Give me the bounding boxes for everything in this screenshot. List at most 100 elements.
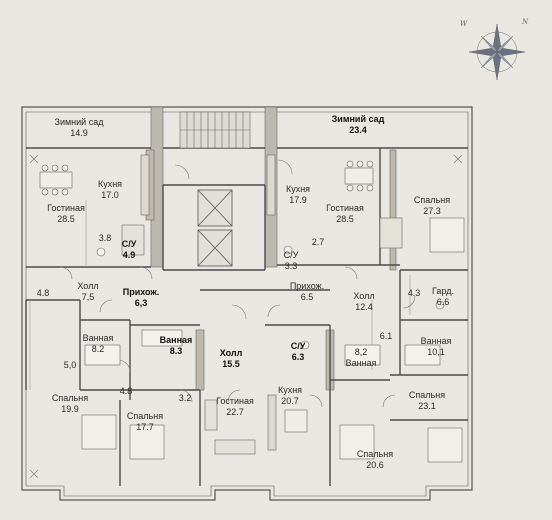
elevator-shafts <box>197 189 233 267</box>
room-label-wc-3: С/У 6.3 <box>291 341 306 363</box>
room-label-hall-2: Холл 12.4 <box>353 291 374 313</box>
interior-walls <box>25 147 468 486</box>
room-area: 14.9 <box>70 128 88 138</box>
room-label-wc-2: С/У 3.3 <box>284 250 299 272</box>
room-label-hall-main: Холл 15.5 <box>220 348 243 370</box>
room-name: Спальня <box>408 390 446 400</box>
room-name: Зимний сад <box>331 114 385 124</box>
room-area: 20.6 <box>366 460 384 470</box>
room-area: 12.4 <box>355 302 373 312</box>
room-label-bedroom-1: Спальня 19.9 <box>52 393 88 415</box>
room-area: 20.7 <box>281 396 299 406</box>
room-area: 22.7 <box>226 407 244 417</box>
room-label-living-1: Гостиная 28.5 <box>47 203 85 225</box>
room-name: Ванная <box>345 358 377 368</box>
room-area: 17.0 <box>101 190 119 200</box>
room-name: Холл <box>77 281 99 291</box>
dimension-label: 6.1 <box>379 331 393 341</box>
dining-furniture <box>39 160 374 433</box>
room-label-living-3: Гостиная 28.5 <box>326 203 364 225</box>
room-area: 23.4 <box>349 125 367 135</box>
compass-north-letters: N <box>522 18 529 26</box>
dimension-label: 4.3 <box>407 288 421 298</box>
room-name: Прихож. <box>122 287 160 297</box>
room-label-bedroom-2: Спальня 17.7 <box>127 411 163 433</box>
room-label-bedroom-4: Спальня 23.1 <box>409 390 445 412</box>
room-area: 8.3 <box>169 346 183 356</box>
room-label-bath-1: Ванная 8.2 <box>83 333 114 355</box>
room-name: С/У <box>283 250 299 260</box>
room-area: 8.2 <box>91 344 105 354</box>
room-label-bath-4: Ванная 10,1 <box>421 336 452 358</box>
room-area: 6.3 <box>291 352 305 362</box>
room-area: 28.5 <box>336 214 354 224</box>
building-outline <box>21 106 473 501</box>
room-label-living-2: Гостиная 22.7 <box>216 396 254 418</box>
room-label-bedroom-5: Спальня 20.6 <box>357 449 393 471</box>
room-name: Спальня <box>51 393 89 403</box>
room-area: 6.5 <box>300 292 314 302</box>
room-label-kitchen-3: Кухня 20.7 <box>278 385 302 407</box>
room-name: Холл <box>219 348 243 358</box>
bed-furniture <box>81 217 465 463</box>
room-label-winter-garden-left: Зимний сад 14.9 <box>55 117 104 139</box>
dimension-label: 3.2 <box>178 393 192 403</box>
room-area: 17.7 <box>136 422 154 432</box>
room-name: Спальня <box>356 449 394 459</box>
room-name: Кухня <box>285 184 311 194</box>
room-area: 3.3 <box>284 261 298 271</box>
room-name: С/У <box>121 239 137 249</box>
room-area: 6,3 <box>134 298 148 308</box>
dimension-label: 2.7 <box>311 237 325 247</box>
room-name: Ванная <box>159 335 193 345</box>
dimension-label: 3.8 <box>98 233 112 243</box>
dimension-label: 5,0 <box>63 360 77 370</box>
room-area: 15.5 <box>222 359 240 369</box>
room-area: 10,1 <box>427 347 445 357</box>
room-label-entry-2: Прихож. 6.5 <box>290 281 324 303</box>
room-label-hall-1: Холл 7,5 <box>77 281 98 303</box>
room-name: Спальня <box>413 195 451 205</box>
room-name: С/У <box>290 341 306 351</box>
room-name: Ванная <box>420 336 452 346</box>
room-name: Прихож. <box>289 281 325 291</box>
room-name: Кухня <box>97 179 123 189</box>
dimension-label: 4.8 <box>119 386 133 396</box>
room-area: 17.9 <box>289 195 307 205</box>
room-label-winter-garden-right: Зимний сад 23.4 <box>332 114 385 136</box>
room-label-bedroom-3: Спальня 27.3 <box>414 195 450 217</box>
room-name: Гард. <box>432 286 454 296</box>
room-name: Гостиная <box>47 203 85 213</box>
room-area: 27.3 <box>423 206 441 216</box>
room-label-bath-3: 8,2 Ванная <box>346 347 377 369</box>
room-area: 6.6 <box>436 297 450 307</box>
dimension-label: 4.8 <box>36 288 50 298</box>
room-area: 7,5 <box>81 292 95 302</box>
room-name: Зимний сад <box>54 117 104 127</box>
room-label-kitchen-2: Кухня 17.9 <box>286 184 310 206</box>
room-label-wardrobe: Гард. 6.6 <box>432 286 454 308</box>
room-area: 19.9 <box>61 404 79 414</box>
room-name: Гостиная <box>216 396 254 406</box>
staircase <box>179 111 251 149</box>
room-label-bath-2: Ванная 8.3 <box>160 335 193 357</box>
room-name: Холл <box>353 291 375 301</box>
room-label-entry-1: Прихож. 6,3 <box>123 287 160 309</box>
compass-west-letters: W <box>460 20 468 28</box>
bath-fixtures <box>84 245 445 366</box>
room-area: 23.1 <box>418 401 436 411</box>
room-area: 4.9 <box>122 250 136 260</box>
room-area: 28.5 <box>57 214 75 224</box>
compass-rose <box>468 23 526 81</box>
sofa-furniture <box>121 217 403 455</box>
room-name: Спальня <box>126 411 164 421</box>
kitchen-counters <box>140 154 277 451</box>
room-label-wc-1: С/У 4.9 <box>122 239 137 261</box>
room-area: 8,2 <box>354 347 368 357</box>
room-name: Гостиная <box>326 203 364 213</box>
room-name: Ванная <box>82 333 114 343</box>
room-name: Кухня <box>277 385 303 395</box>
door-swings <box>59 159 416 408</box>
room-label-kitchen-1: Кухня 17.0 <box>98 179 122 201</box>
